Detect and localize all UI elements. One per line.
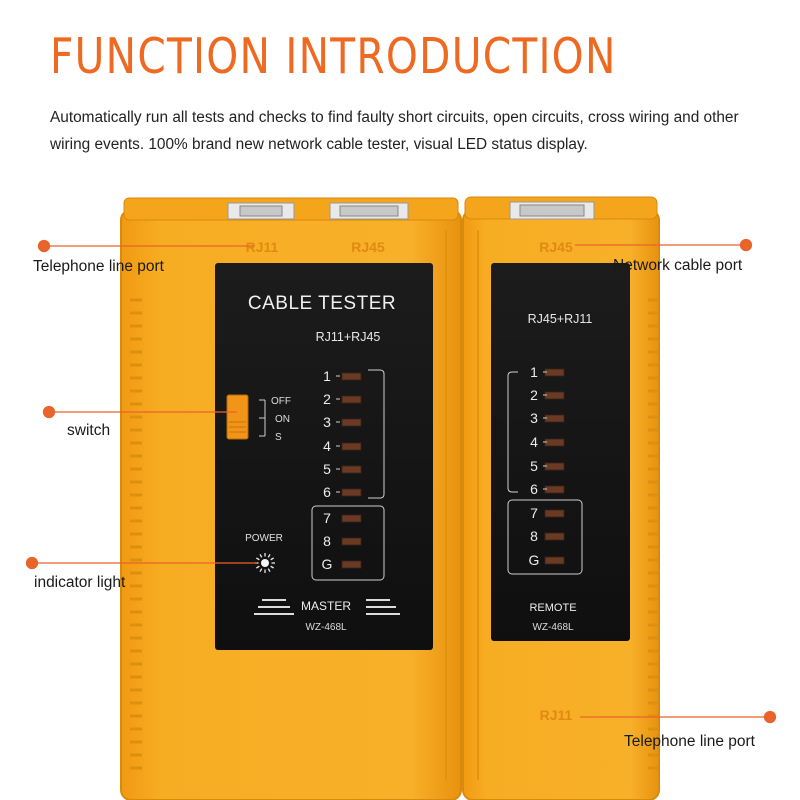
remote-panel <box>491 263 630 641</box>
remote-pin-label: 1 <box>530 364 538 380</box>
remote-led <box>544 391 565 400</box>
master-led <box>341 560 362 569</box>
master-pin-label: 5 <box>323 461 331 477</box>
remote-pin-label: 7 <box>530 505 538 521</box>
master-pin-label: 7 <box>323 510 331 526</box>
master-rj11-label: RJ11 <box>246 239 279 255</box>
master-led <box>341 372 362 381</box>
callout-indicator-light: indicator light <box>34 574 126 591</box>
callout-telephone-port-right: Telephone line port <box>624 733 755 750</box>
power-label: POWER <box>245 533 283 544</box>
master-unit: RJ11 RJ45 CABLE TESTER RJ11+RJ45 OFF ON … <box>120 197 462 800</box>
remote-led <box>544 414 565 423</box>
callout-lines <box>25 238 777 724</box>
master-footer-model: WZ-468L <box>305 622 347 633</box>
master-led <box>341 395 362 404</box>
mode-switch[interactable] <box>226 394 249 440</box>
master-pin-label: 2 <box>323 391 331 407</box>
master-panel <box>215 263 433 650</box>
remote-led <box>544 438 565 447</box>
master-led <box>341 488 362 497</box>
master-pin-label: 8 <box>323 533 331 549</box>
switch-s-label: S <box>275 432 282 443</box>
remote-led <box>544 509 565 518</box>
remote-pin-label: 3 <box>530 410 538 426</box>
master-led <box>341 537 362 546</box>
remote-rj11-label: RJ11 <box>540 707 573 723</box>
callout-network-port: Network cable port <box>613 257 743 274</box>
switch-on-label: ON <box>275 414 290 425</box>
remote-rj45-port[interactable] <box>509 201 595 220</box>
callout-switch: switch <box>67 422 111 439</box>
master-pin-label: 6 <box>323 484 331 500</box>
master-led-column: 1 2 3 4 5 6 7 8G <box>322 368 362 572</box>
remote-footer-name: REMOTE <box>529 602 576 614</box>
master-rj45-port[interactable] <box>329 202 409 220</box>
page-title: FUNCTION INTRODUCTION <box>50 28 617 85</box>
master-pin-label: G <box>322 556 333 572</box>
remote-led <box>544 485 565 494</box>
master-footer-name: MASTER <box>301 599 351 613</box>
switch-off-label: OFF <box>271 396 291 407</box>
remote-pin-label: 4 <box>530 434 538 450</box>
remote-pin-label: 5 <box>530 458 538 474</box>
master-pin-label: 1 <box>323 368 331 384</box>
master-rj45-label: RJ45 <box>351 239 385 255</box>
master-grip-ridges <box>130 298 142 770</box>
callout-telephone-port-left: Telephone line port <box>33 258 164 275</box>
master-led <box>341 514 362 523</box>
remote-led <box>544 368 565 377</box>
description-text: Automatically run all tests and checks t… <box>50 109 739 153</box>
master-subheading: RJ11+RJ45 <box>316 330 381 344</box>
remote-unit: RJ45 RJ11 RJ45+RJ11 1 2 3 4 5 6 7 8G REMOTE WZ-… <box>462 196 660 800</box>
master-led <box>341 465 362 474</box>
remote-rj45-label: RJ45 <box>539 239 573 255</box>
remote-led <box>544 462 565 471</box>
remote-heading: RJ45+RJ11 <box>528 312 593 326</box>
power-indicator-icon <box>255 553 275 573</box>
remote-pin-label: 8 <box>530 528 538 544</box>
remote-pin-label: 6 <box>530 481 538 497</box>
remote-led-column: 1 2 3 4 5 6 7 8G <box>529 364 565 568</box>
master-heading: CABLE TESTER <box>248 293 396 314</box>
remote-led <box>544 532 565 541</box>
master-pin-label: 3 <box>323 414 331 430</box>
master-pin-label: 4 <box>323 438 331 454</box>
remote-footer-model: WZ-468L <box>532 622 574 633</box>
master-led <box>341 418 362 427</box>
remote-grip-ridges <box>648 298 658 770</box>
master-rj11-port[interactable] <box>227 202 295 220</box>
remote-pin-label: G <box>529 552 540 568</box>
remote-led <box>544 556 565 565</box>
master-led <box>341 442 362 451</box>
remote-pin-label: 2 <box>530 387 538 403</box>
